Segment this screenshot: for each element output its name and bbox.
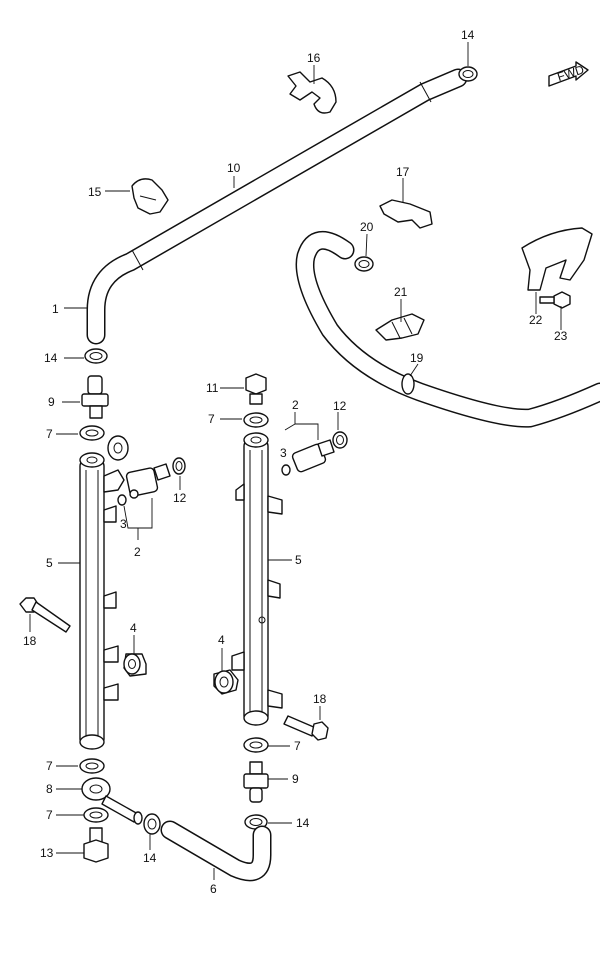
fwd-label: FWD bbox=[556, 62, 587, 84]
o-ring-12-left bbox=[172, 457, 186, 475]
grommet-4-right bbox=[213, 669, 239, 695]
fitting-9-left bbox=[81, 375, 109, 419]
callout-5-left: 5 bbox=[46, 556, 53, 570]
plug-bolt-11 bbox=[245, 373, 267, 405]
callout-7-d: 7 bbox=[46, 759, 53, 773]
hose-clip-16 bbox=[287, 71, 337, 114]
callout-4-left: 4 bbox=[130, 621, 137, 635]
callout-7-c: 7 bbox=[294, 739, 301, 753]
callout-labels: 14 16 10 15 17 20 21 22 23 1 14 19 9 7 1… bbox=[23, 28, 568, 896]
callout-8: 8 bbox=[46, 782, 53, 796]
callout-23: 23 bbox=[554, 329, 568, 343]
banjo-bolt-13 bbox=[83, 827, 109, 863]
callout-10: 10 bbox=[227, 161, 241, 175]
callout-7-e: 7 bbox=[46, 808, 53, 822]
callout-6: 6 bbox=[210, 882, 217, 896]
callout-17: 17 bbox=[396, 165, 410, 179]
banjo-fitting-8 bbox=[81, 777, 143, 825]
callout-18-right: 18 bbox=[313, 692, 327, 706]
o-ring-3-left bbox=[117, 494, 127, 506]
callout-14-bottom: 14 bbox=[143, 851, 157, 865]
callout-12-left: 12 bbox=[173, 491, 187, 505]
hose-clip-15 bbox=[131, 178, 169, 215]
callout-14: 14 bbox=[461, 28, 475, 42]
bolt-23 bbox=[539, 291, 571, 309]
callout-7-b: 7 bbox=[208, 412, 215, 426]
hose-clamp-14-bottom bbox=[143, 813, 161, 835]
callout-14-left: 14 bbox=[44, 351, 58, 365]
callout-14-right: 14 bbox=[296, 816, 310, 830]
upper-fuel-hose bbox=[86, 68, 468, 345]
callout-2-right: 2 bbox=[292, 398, 299, 412]
fuel-hose-19 bbox=[295, 231, 600, 428]
hose-clamp-14-top bbox=[458, 66, 478, 82]
washer-7-b bbox=[243, 412, 269, 428]
callout-2-left: 2 bbox=[134, 545, 141, 559]
callout-1: 1 bbox=[52, 302, 59, 316]
callout-20: 20 bbox=[360, 220, 374, 234]
callout-7-a: 7 bbox=[46, 427, 53, 441]
callout-18-left: 18 bbox=[23, 634, 37, 648]
bracket-22 bbox=[521, 227, 593, 291]
callout-15: 15 bbox=[88, 185, 102, 199]
hose-clamp-20 bbox=[354, 256, 374, 272]
leader-lines bbox=[29, 42, 562, 880]
o-ring-12-right bbox=[332, 431, 348, 449]
callout-3-right: 3 bbox=[280, 446, 287, 460]
callout-13: 13 bbox=[40, 846, 54, 860]
grommet-4-left bbox=[123, 653, 147, 677]
washer-7-e bbox=[83, 807, 109, 823]
lower-fuel-hose-6 bbox=[160, 820, 272, 882]
fwd-arrow-icon: FWD bbox=[548, 61, 589, 87]
callout-9-left: 9 bbox=[48, 395, 55, 409]
callout-19: 19 bbox=[410, 351, 424, 365]
callout-4-right: 4 bbox=[218, 633, 225, 647]
fuel-injector-2-left bbox=[125, 463, 171, 499]
fuel-rail-5-right bbox=[231, 432, 283, 726]
callout-22: 22 bbox=[529, 313, 543, 327]
callout-11: 11 bbox=[206, 381, 219, 395]
callout-9-right: 9 bbox=[292, 772, 299, 786]
hose-clip-21 bbox=[375, 313, 425, 341]
washer-7-a bbox=[79, 425, 105, 441]
bolt-18-left bbox=[19, 597, 71, 633]
callout-16: 16 bbox=[307, 51, 321, 65]
fuel-injector-2-right bbox=[291, 439, 335, 473]
fuel-rail-5-left bbox=[79, 435, 129, 750]
fitting-9-right bbox=[243, 761, 269, 803]
callout-12-right: 12 bbox=[333, 399, 347, 413]
washer-7-c bbox=[243, 737, 269, 753]
callout-5-right: 5 bbox=[295, 553, 302, 567]
o-ring-3-right bbox=[281, 464, 291, 476]
washer-7-d bbox=[79, 758, 105, 774]
hose-clamp-14-left bbox=[84, 348, 108, 364]
callout-3-left: 3 bbox=[120, 517, 127, 531]
callout-21: 21 bbox=[394, 285, 408, 299]
bolt-18-right bbox=[283, 715, 329, 741]
bracket-17 bbox=[379, 199, 433, 229]
